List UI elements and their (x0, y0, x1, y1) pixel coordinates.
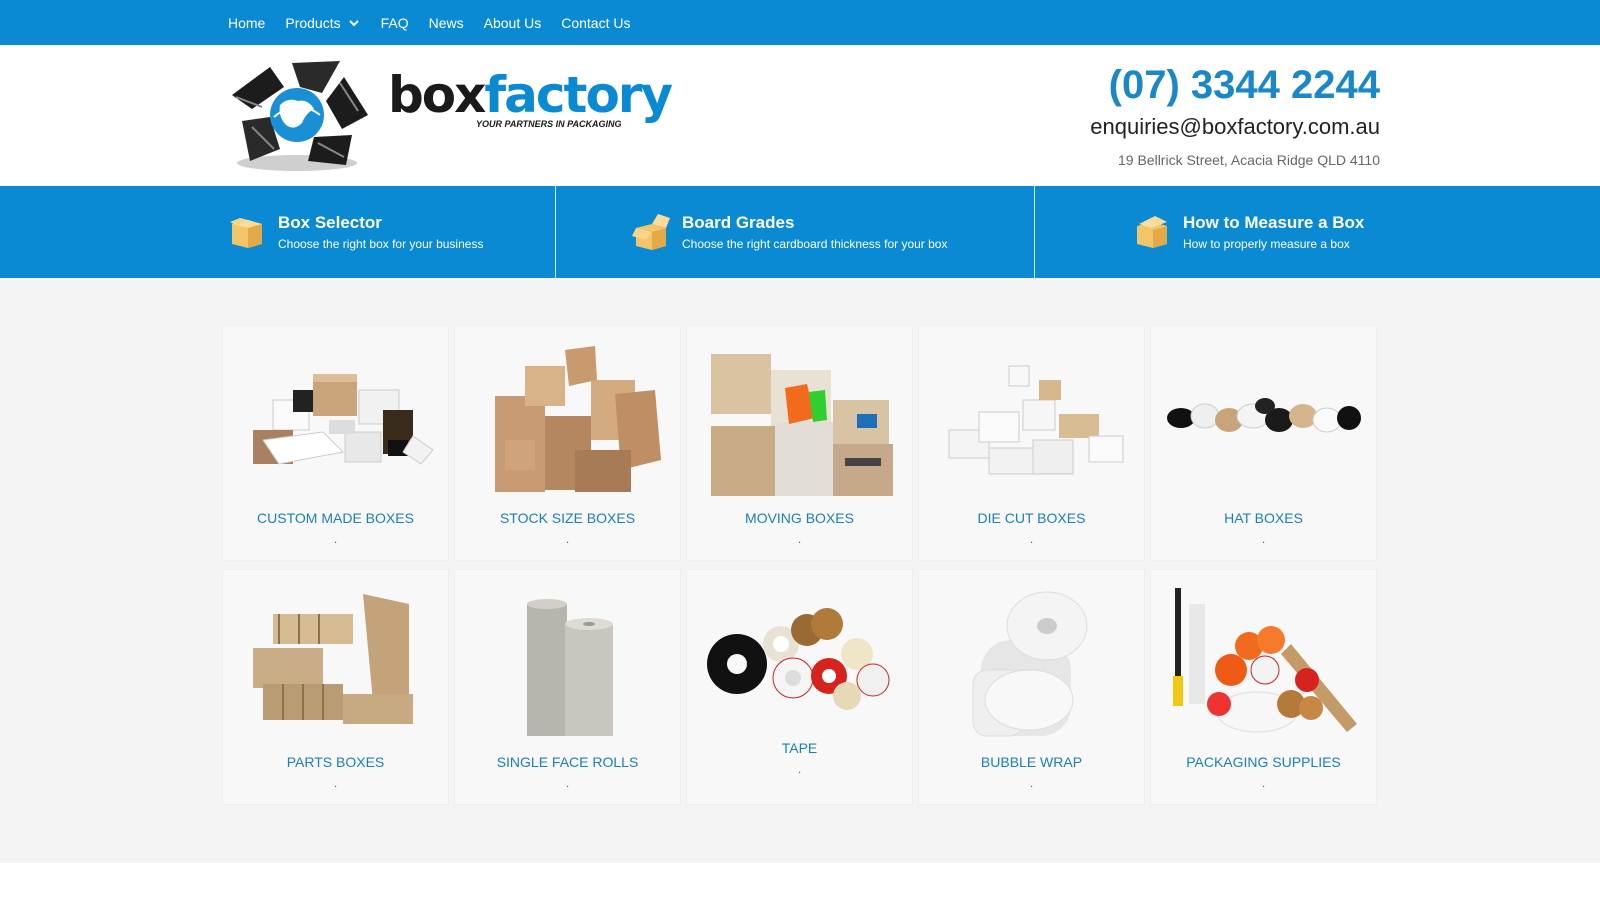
nav-menu: Home Products FAQ News About Us Contact … (228, 0, 650, 45)
product-dot: . (333, 776, 338, 790)
nav-label: About Us (483, 14, 542, 31)
features-bar: Box Selector Choose the right box for yo… (0, 186, 1600, 278)
product-dot: . (1029, 532, 1034, 546)
tagline: YOUR PARTNERS IN PACKAGING (476, 119, 622, 129)
feature-subtitle: How to properly measure a box (1183, 237, 1350, 251)
logo-wordmark[interactable]: boxfactory (388, 65, 673, 125)
product-card-bubble-wrap[interactable]: BUBBLE WRAP . (918, 569, 1145, 805)
email-link[interactable]: enquiries@boxfactory.com.au (1090, 114, 1380, 139)
product-name: SINGLE FACE ROLLS (496, 754, 639, 770)
phone-number[interactable]: (07) 3344 2244 (1108, 63, 1380, 107)
product-dot: . (797, 532, 802, 546)
nav-label: Products (285, 14, 341, 31)
nav-item-products[interactable]: Products (285, 15, 360, 31)
product-name: HAT BOXES (1224, 510, 1303, 526)
moving-boxes-image (711, 354, 893, 496)
divider (1034, 186, 1035, 278)
product-dot: . (333, 532, 338, 546)
nav-label: Home (228, 14, 266, 31)
nav-label: Contact Us (561, 14, 631, 31)
top-navigation-bar: Home Products FAQ News About Us Contact … (0, 0, 1600, 45)
box-icon (1137, 216, 1167, 248)
address-text: 19 Bellrick Street, Acacia Ridge QLD 411… (1118, 152, 1380, 168)
product-dot: . (565, 776, 570, 790)
nav-item-about-us[interactable]: About Us (484, 15, 542, 31)
open-box-icon (632, 214, 670, 250)
box-icon (230, 218, 262, 248)
logo-factory-text: factory (484, 66, 673, 124)
product-card-parts-boxes[interactable]: PARTS BOXES . (222, 569, 449, 805)
site-header: boxfactory YOUR PARTNERS IN PACKAGING (0… (0, 45, 1600, 186)
product-card-die-cut-boxes[interactable]: DIE CUT BOXES . (918, 325, 1145, 561)
product-card-stock-size-boxes[interactable]: STOCK SIZE BOXES . (454, 325, 681, 561)
nav-item-news[interactable]: News (429, 15, 464, 31)
product-dot: . (565, 532, 570, 546)
product-name: PARTS BOXES (286, 754, 385, 770)
stock-boxes-image (495, 346, 661, 492)
product-dot: . (1261, 532, 1266, 546)
product-name: CUSTOM MADE BOXES (257, 510, 414, 526)
feature-text: Board Grades Choose the right cardboard … (682, 213, 947, 251)
nav-item-faq[interactable]: FAQ (381, 15, 409, 31)
product-name: DIE CUT BOXES (977, 510, 1086, 526)
bubble-wrap-image (972, 591, 1088, 737)
feature-board-grades[interactable]: Board Grades Choose the right cardboard … (632, 186, 947, 278)
hat-boxes-image (1167, 398, 1361, 433)
product-name: STOCK SIZE BOXES (499, 510, 636, 526)
product-card-moving-boxes[interactable]: MOVING BOXES . (686, 325, 913, 561)
nav-item-home[interactable]: Home (228, 15, 265, 31)
product-name: TAPE (781, 740, 818, 756)
feature-title: Box Selector (278, 213, 382, 232)
chevron-down-icon (348, 19, 359, 26)
parts-boxes-image (253, 594, 413, 724)
custom-boxes-image (253, 374, 434, 465)
product-name: PACKAGING SUPPLIES (1186, 754, 1341, 770)
feature-title: How to Measure a Box (1183, 213, 1365, 232)
product-dot: . (797, 762, 802, 776)
tape-image (707, 608, 890, 710)
product-card-single-face-rolls[interactable]: SINGLE FACE ROLLS . (454, 569, 681, 805)
feature-subtitle: Choose the right box for your business (278, 237, 484, 251)
product-card-custom-made-boxes[interactable]: CUSTOM MADE BOXES . (222, 325, 449, 561)
feature-how-to-measure[interactable]: How to Measure a Box How to properly mea… (1133, 186, 1364, 278)
nav-item-contact-us[interactable]: Contact Us (561, 15, 630, 31)
nav-label: News (428, 14, 464, 31)
divider (555, 186, 556, 278)
nav-label: FAQ (380, 14, 409, 31)
logo-box-text: box (388, 66, 486, 124)
feature-text: How to Measure a Box How to properly mea… (1183, 213, 1364, 251)
product-dot: . (1261, 776, 1266, 790)
feature-subtitle: Choose the right cardboard thickness for… (682, 237, 948, 251)
product-dot: . (1029, 776, 1034, 790)
feature-text: Box Selector Choose the right box for yo… (278, 213, 483, 251)
product-name: MOVING BOXES (745, 510, 854, 526)
packaging-supplies-image (1173, 588, 1357, 733)
product-card-tape[interactable]: TAPE . (686, 569, 913, 805)
die-cut-boxes-image (948, 365, 1124, 475)
product-card-hat-boxes[interactable]: HAT BOXES . (1150, 325, 1377, 561)
product-grid-section: CUSTOM MADE BOXES . STOCK SIZE BOXES . (0, 278, 1600, 863)
product-name: BUBBLE WRAP (980, 754, 1083, 770)
single-face-rolls-image (527, 599, 613, 736)
feature-title: Board Grades (682, 213, 795, 232)
product-card-packaging-supplies[interactable]: PACKAGING SUPPLIES . (1150, 569, 1377, 805)
feature-box-selector[interactable]: Box Selector Choose the right box for yo… (228, 186, 483, 278)
logo-icon[interactable] (222, 57, 372, 175)
